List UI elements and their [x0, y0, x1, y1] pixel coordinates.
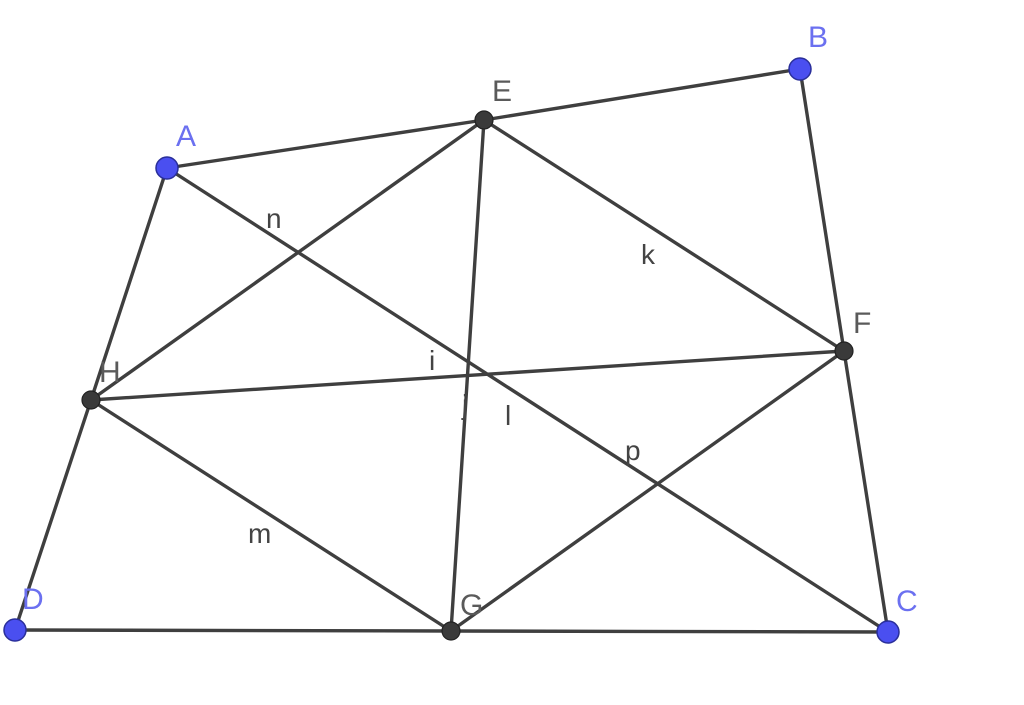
- point-B[interactable]: [788, 57, 812, 81]
- segment-k-EF: [482, 118, 846, 353]
- segment-EB: [482, 67, 802, 122]
- label-A: A: [176, 120, 196, 153]
- label-E: E: [492, 75, 512, 108]
- label-F: F: [853, 307, 871, 340]
- point-E: [474, 110, 494, 130]
- point-A[interactable]: [155, 156, 179, 180]
- segment-label-i: i: [429, 345, 435, 376]
- segment-BF: [798, 67, 846, 353]
- point-F: [834, 341, 854, 361]
- label-B: B: [808, 21, 828, 54]
- segment-label-m: m: [248, 518, 271, 549]
- label-D: D: [22, 583, 44, 616]
- segment-label-l: l: [505, 400, 511, 431]
- label-G: G: [460, 589, 483, 622]
- segment-CG: [449, 629, 890, 634]
- segment-label-p: p: [625, 435, 641, 466]
- point-C[interactable]: [876, 620, 900, 644]
- segment-m-GH: [89, 398, 453, 633]
- segment-FG: [449, 349, 846, 633]
- segment-label-k: k: [641, 239, 656, 270]
- segment-HA: [89, 166, 169, 402]
- segment-FC: [842, 349, 890, 634]
- segment-AE: [165, 118, 486, 170]
- point-D[interactable]: [3, 618, 27, 642]
- label-H: H: [99, 356, 121, 389]
- diagonal-AC: [165, 166, 890, 634]
- segment-HE: [89, 118, 486, 402]
- segment-label-n: n: [266, 203, 282, 234]
- segment-GD: [13, 628, 453, 633]
- point-H: [81, 390, 101, 410]
- segment-DH: [13, 398, 93, 632]
- bimedian-HF: [89, 349, 846, 402]
- label-C: C: [896, 585, 918, 618]
- point-G: [441, 621, 461, 641]
- segment-label-j: j: [461, 389, 468, 420]
